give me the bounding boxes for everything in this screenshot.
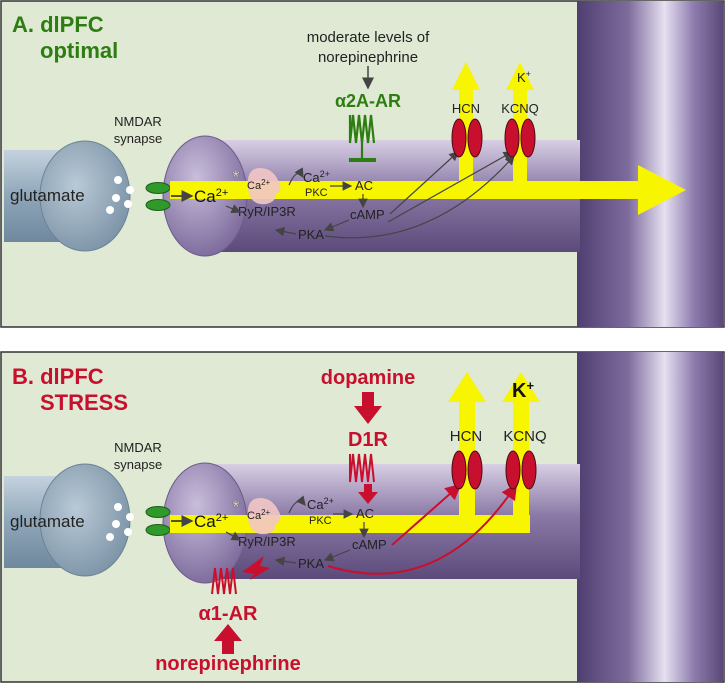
panel-a-hcn-label: HCN — [452, 101, 480, 116]
panel-a-presynaptic-terminal — [39, 140, 131, 252]
panel-b-dopamine-label: dopamine — [321, 367, 415, 389]
panel-b-vesicles — [106, 503, 134, 541]
panel-a-hcn-channel — [451, 118, 483, 158]
panel-a-kcnq-channel — [504, 118, 536, 158]
panel-b-ca-pkc-label: Ca2+ — [307, 496, 334, 512]
panel-a-nmdar-label-line1: NMDAR — [114, 114, 162, 129]
panel-b-d1r-receptor — [349, 453, 375, 483]
panel-a-modulator-line2: norepinephrine — [318, 49, 418, 66]
panel-b-ryr-store — [247, 498, 281, 535]
panel-a-kcnq-label: KCNQ — [501, 101, 539, 116]
panel-b-hcn-channel — [451, 450, 483, 490]
panel-a-nmdar-label-line2: synapse — [114, 131, 162, 146]
panel-a-ca-small: Ca2+ — [247, 178, 271, 192]
panel-b-a1ar-label: α1-AR — [199, 603, 259, 625]
panel-a-ca-pkc-label: Ca2+ — [303, 169, 330, 185]
panel-a-vesicles — [106, 176, 134, 214]
panel-a-dendritic-shaft — [577, 1, 723, 327]
panel-b-glutamate-label: glutamate — [10, 512, 85, 531]
panel-b-camp-label: cAMP — [352, 537, 387, 552]
panel-a-kplus-label: K+ — [517, 69, 531, 85]
panel-b-title-line2: STRESS — [40, 390, 128, 415]
panel-b-norepinephrine-arrow — [214, 624, 242, 654]
panel-b-nmdar-label-line1: NMDAR — [114, 440, 162, 455]
panel-b-hcn-label: HCN — [450, 428, 483, 445]
panel-b-kcnq-channel — [505, 450, 537, 490]
panel-a-ryr-label: RyR/IP3R — [238, 204, 296, 219]
panel-b-nmdar-label-line2: synapse — [114, 457, 162, 472]
panel-a-glutamate-label: glutamate — [10, 186, 85, 205]
panel-b-dendritic-shaft — [577, 352, 723, 682]
panel-a-pkc-label: PKC — [305, 187, 328, 199]
panel-b-ac-label: AC — [356, 506, 374, 521]
panel-b: Ca2+ * B. dlPFC STRESS dopamine D1R NMDA… — [0, 351, 725, 683]
panel-a-title-line2: optimal — [40, 38, 118, 63]
panel-b-norepinephrine-label: norepinephrine — [155, 653, 301, 675]
panel-a-modulator-line1: moderate levels of — [307, 29, 430, 46]
panel-a-title-line1: A. dlPFC — [12, 12, 104, 37]
panel-a-ac-label: AC — [355, 178, 373, 193]
panel-a: Ca2+ * A. dlPFC optimal moderate levels … — [0, 0, 725, 328]
panel-b-ryr-label: RyR/IP3R — [238, 534, 296, 549]
panel-b-pathway-arrows — [225, 495, 369, 566]
panel-b-kcnq-label: KCNQ — [503, 428, 546, 445]
panel-b-asterisk: * — [232, 497, 240, 519]
panel-b-pka-label: PKA — [298, 556, 324, 571]
panel-b-d1r-arrow — [358, 484, 378, 504]
panel-a-asterisk: * — [232, 167, 240, 189]
panel-b-pkc-label: PKC — [309, 515, 332, 527]
panel-a-camp-label: cAMP — [350, 207, 385, 222]
panel-b-red-pathway-arrows — [327, 483, 518, 575]
panel-b-ca-label: Ca2+ — [194, 512, 228, 531]
panel-a-a2a-receptor — [348, 114, 376, 162]
panel-a-pathway-arrows — [225, 151, 515, 239]
panel-b-d1r-label: D1R — [348, 429, 389, 451]
panel-b-dopamine-arrow — [354, 392, 382, 424]
panel-b-ca-small: Ca2+ — [247, 508, 271, 522]
panel-b-a1-receptor — [211, 567, 237, 595]
panel-b-title-line1: B. dlPFC — [12, 364, 104, 389]
panel-a-ryr-store — [247, 168, 281, 205]
panel-a-pka-label: PKA — [298, 227, 324, 242]
panel-b-nmdar — [145, 506, 171, 536]
panel-a-ca-label: Ca2+ — [194, 187, 228, 206]
panel-b-kplus-label: K+ — [512, 378, 534, 402]
panel-a-receptor-label: α2A-AR — [335, 91, 401, 111]
panel-a-nmdar — [145, 182, 171, 211]
panel-b-a1-arrow — [242, 556, 270, 580]
